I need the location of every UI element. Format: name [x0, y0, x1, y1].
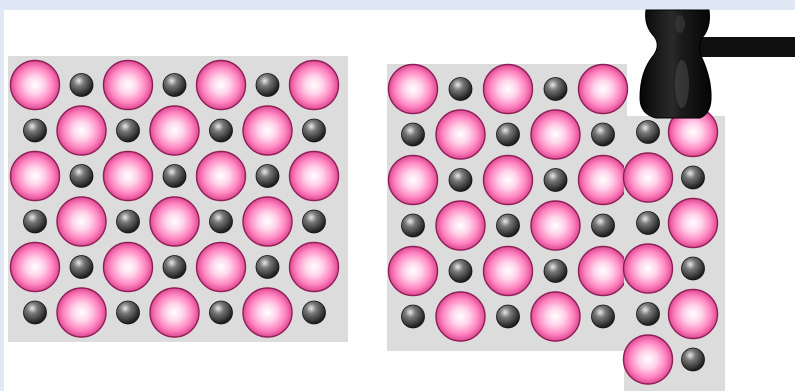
- cation-sphere: [531, 292, 580, 341]
- anion-sphere: [637, 212, 660, 235]
- anion-sphere: [70, 165, 93, 188]
- cation-sphere: [484, 247, 533, 296]
- anion-sphere: [163, 165, 186, 188]
- cation-sphere: [290, 243, 339, 292]
- anion-sphere: [163, 74, 186, 97]
- anion-sphere: [592, 214, 615, 237]
- anion-sphere: [497, 123, 520, 146]
- cation-sphere: [579, 247, 628, 296]
- cation-sphere: [243, 197, 292, 246]
- anion-sphere: [256, 165, 279, 188]
- cation-sphere: [243, 106, 292, 155]
- hammer-handle: [686, 37, 795, 57]
- stressed-lattice-fixed-part: [387, 64, 628, 351]
- cation-sphere: [389, 65, 438, 114]
- anion-sphere: [303, 210, 326, 233]
- cation-sphere: [150, 288, 199, 337]
- cation-sphere: [104, 61, 153, 110]
- anion-sphere: [303, 119, 326, 142]
- cation-sphere: [57, 197, 106, 246]
- anion-sphere: [70, 74, 93, 97]
- cation-sphere: [531, 110, 580, 159]
- anion-sphere: [544, 78, 567, 101]
- anion-sphere: [682, 348, 705, 371]
- anion-sphere: [210, 210, 233, 233]
- stressed-lattice-shifted-layer: [624, 108, 726, 391]
- cation-sphere: [669, 290, 718, 339]
- cation-sphere: [150, 197, 199, 246]
- cation-sphere: [669, 199, 718, 248]
- cation-sphere: [484, 65, 533, 114]
- anion-sphere: [402, 123, 425, 146]
- anion-sphere: [449, 169, 472, 192]
- anion-sphere: [682, 257, 705, 280]
- cation-sphere: [290, 61, 339, 110]
- cation-sphere: [579, 156, 628, 205]
- cation-sphere: [624, 244, 673, 293]
- anion-sphere: [449, 260, 472, 283]
- anion-sphere: [497, 305, 520, 328]
- cation-sphere: [150, 106, 199, 155]
- cation-sphere: [104, 243, 153, 292]
- cation-sphere: [11, 243, 60, 292]
- anion-sphere: [592, 305, 615, 328]
- anion-sphere: [117, 210, 140, 233]
- anion-sphere: [637, 303, 660, 326]
- anion-sphere: [682, 166, 705, 189]
- cation-sphere: [11, 152, 60, 201]
- anion-sphere: [544, 260, 567, 283]
- cation-sphere: [11, 61, 60, 110]
- hammer-highlight: [675, 60, 689, 108]
- anion-sphere: [592, 123, 615, 146]
- anion-sphere: [637, 121, 660, 144]
- cation-sphere: [436, 201, 485, 250]
- cation-sphere: [436, 110, 485, 159]
- anion-sphere: [210, 119, 233, 142]
- hammer-highlight: [675, 15, 685, 33]
- cation-sphere: [624, 335, 673, 384]
- cation-sphere: [57, 288, 106, 337]
- cation-sphere: [104, 152, 153, 201]
- cation-sphere: [531, 201, 580, 250]
- intact-ionic-lattice: [8, 56, 348, 342]
- cation-sphere: [389, 247, 438, 296]
- anion-sphere: [402, 214, 425, 237]
- cation-sphere: [243, 288, 292, 337]
- anion-sphere: [210, 301, 233, 324]
- anion-sphere: [117, 119, 140, 142]
- anion-sphere: [256, 74, 279, 97]
- anion-sphere: [497, 214, 520, 237]
- anion-sphere: [70, 256, 93, 279]
- cation-sphere: [624, 153, 673, 202]
- anion-sphere: [24, 301, 47, 324]
- cation-sphere: [57, 106, 106, 155]
- anion-sphere: [256, 256, 279, 279]
- anion-sphere: [163, 256, 186, 279]
- cation-sphere: [484, 156, 533, 205]
- anion-sphere: [117, 301, 140, 324]
- cation-sphere: [197, 152, 246, 201]
- anion-sphere: [544, 169, 567, 192]
- cation-sphere: [389, 156, 438, 205]
- cation-sphere: [197, 243, 246, 292]
- anion-sphere: [402, 305, 425, 328]
- cation-sphere: [436, 292, 485, 341]
- cation-sphere: [579, 65, 628, 114]
- anion-sphere: [449, 78, 472, 101]
- cation-sphere: [290, 152, 339, 201]
- anion-sphere: [24, 119, 47, 142]
- cation-sphere: [197, 61, 246, 110]
- anion-sphere: [303, 301, 326, 324]
- anion-sphere: [24, 210, 47, 233]
